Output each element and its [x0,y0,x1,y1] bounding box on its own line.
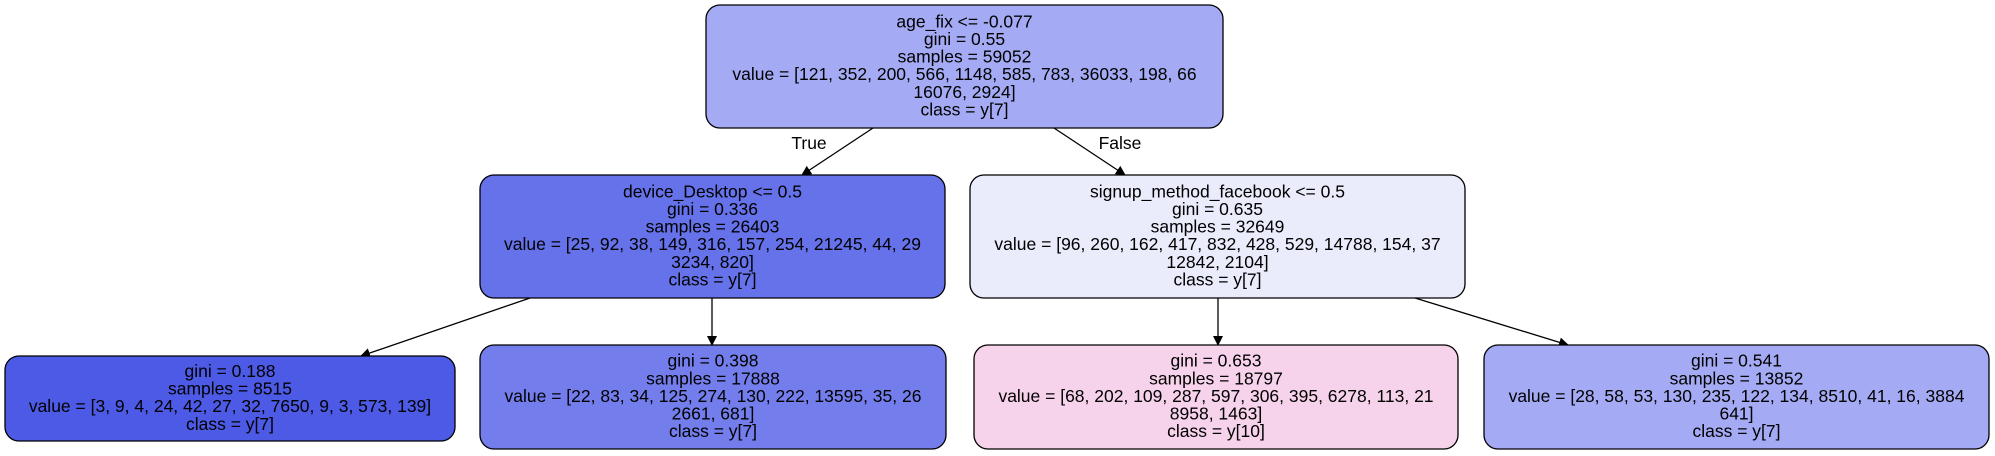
node-box [1483,344,1990,450]
node-text-line: value = [68, 202, 109, 287, 597, 306, 39… [998,386,1433,406]
node-text-line: gini = 0.398 [668,351,759,371]
node-text-line: gini = 0.188 [185,361,276,381]
node-text-line: value = [3, 9, 4, 24, 42, 27, 32, 7650, … [29,396,431,416]
node-text-line: class = y[10] [1167,421,1265,441]
node-text-line: samples = 32649 [1151,217,1285,237]
edge-label-false: False [1099,133,1142,153]
node-text-line: value = [28, 58, 53, 130, 235, 122, 134,… [1509,386,1965,406]
node-text-line: class = y[7] [1173,269,1261,289]
node-text-line: signup_method_facebook <= 0.5 [1090,181,1345,202]
node-text-line: value = [96, 260, 162, 417, 832, 428, 52… [994,234,1440,254]
node-text-line: class = y[7] [1692,421,1780,441]
edge-root-left [801,127,874,176]
node-text-line: class = y[7] [669,421,757,441]
edge-left-leaf1 [360,297,531,358]
node-text-line: age_fix <= -0.077 [896,11,1032,32]
node-text-line: 2661, 681] [672,404,755,424]
node-text-line: 8958, 1463] [1170,404,1262,424]
node-text-line: value = [121, 352, 200, 566, 1148, 585, … [732,64,1196,84]
node-box [479,344,947,450]
node-text-line: gini = 0.541 [1691,351,1782,371]
node-text-line: class = y[7] [668,269,756,289]
node-text-line: gini = 0.55 [924,29,1005,49]
node-box [973,344,1459,450]
edge-label-true: True [791,133,826,153]
node-text-line: class = y[7] [920,99,1008,119]
node-box [479,174,946,299]
node-text-line: gini = 0.336 [667,199,758,219]
tree-edges: True False [360,127,1569,358]
node-text-line: samples = 59052 [898,47,1032,67]
node-box [969,174,1466,299]
node-text-line: 16076, 2924] [913,82,1015,102]
node-text-line: gini = 0.635 [1172,199,1263,219]
node-text-line: samples = 8515 [168,379,292,399]
node-text-line: value = [25, 92, 38, 149, 316, 157, 254,… [504,234,921,254]
node-text-line: 12842, 2104] [1166,252,1268,272]
node-text-line: samples = 17888 [646,368,780,388]
node-text-line: samples = 13852 [1670,368,1804,388]
node-text-line: samples = 18797 [1149,368,1283,388]
node-text-line: 3234, 820] [671,252,754,272]
node-text-line: value = [22, 83, 34, 125, 274, 130, 222,… [505,386,922,406]
node-box [4,355,456,442]
node-box [705,4,1224,129]
node-text-line: samples = 26403 [646,217,780,237]
edge-right-leaf4 [1414,297,1569,348]
node-text-line: device_Desktop <= 0.5 [623,181,802,202]
edge-root-right [1053,127,1126,176]
node-text-line: gini = 0.653 [1171,351,1262,371]
node-text-line: class = y[7] [186,414,274,434]
node-text-line: 641] [1719,404,1753,424]
